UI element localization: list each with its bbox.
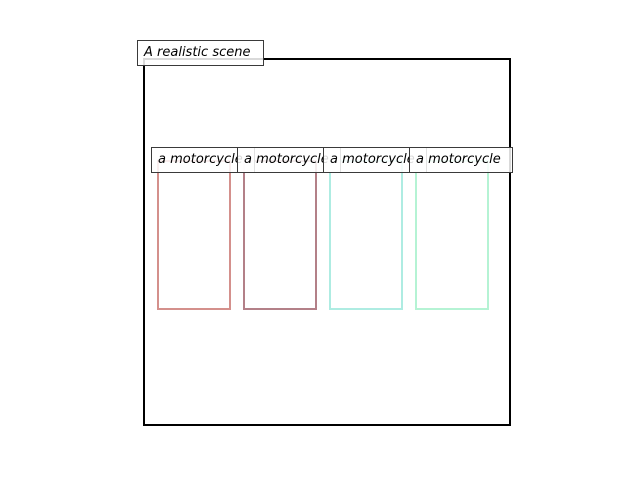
object-box-motorcycle-1 xyxy=(157,160,231,310)
object-box-motorcycle-3 xyxy=(329,160,403,310)
scene-caption-label: A realistic scene xyxy=(137,40,264,66)
object-box-motorcycle-4 xyxy=(415,160,489,310)
object-box-motorcycle-2 xyxy=(243,160,317,310)
scene-frame xyxy=(143,58,511,426)
object-label-motorcycle-4: a motorcycle xyxy=(409,147,513,173)
